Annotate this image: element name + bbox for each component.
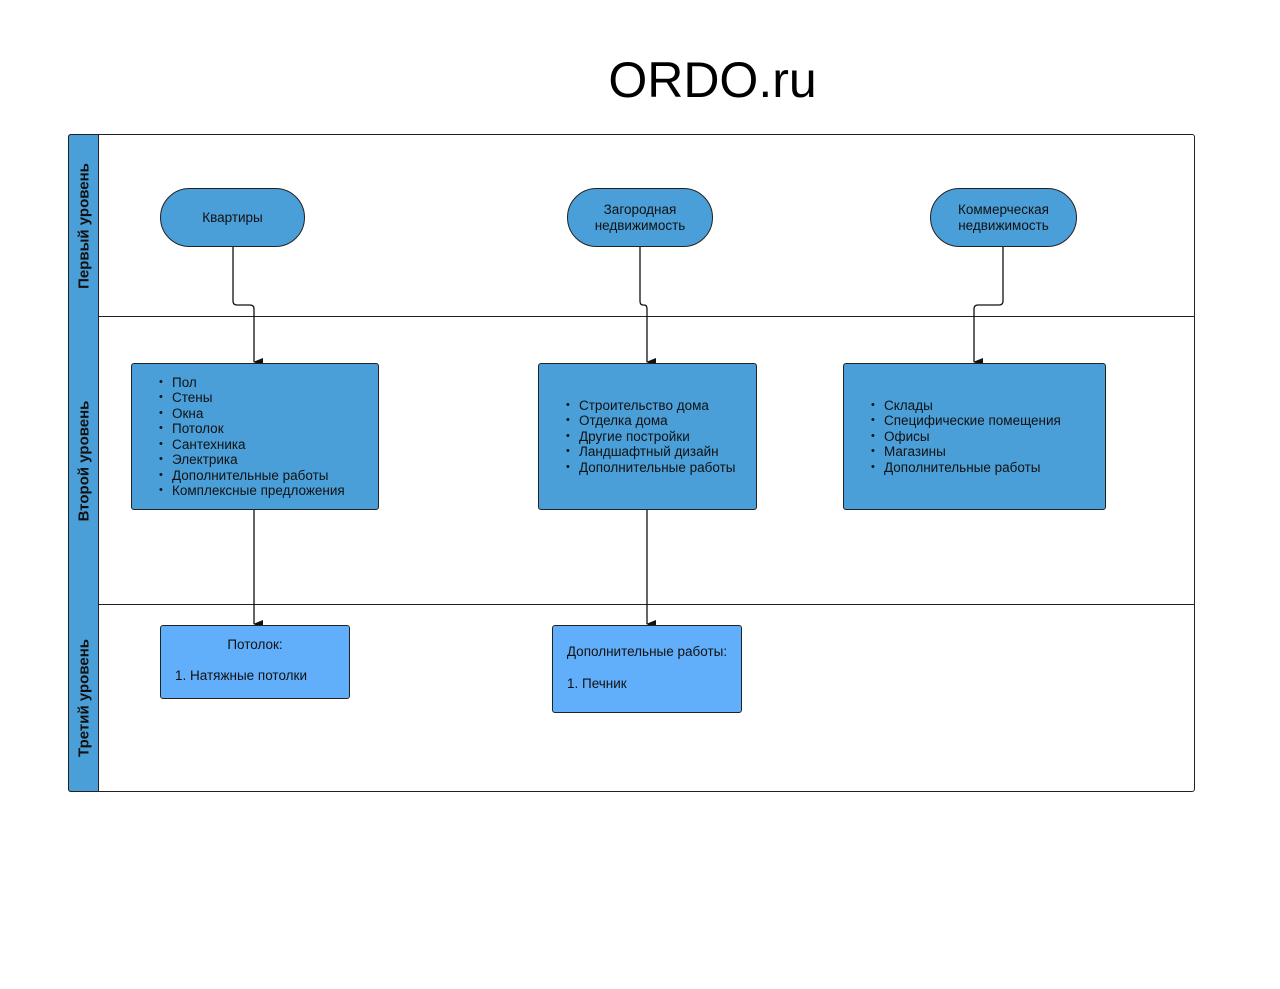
list-item: Склады <box>871 398 1061 414</box>
list-item: Потолок <box>159 421 345 437</box>
country-services-list: Строительство дома Отделка дома Другие п… <box>539 398 736 476</box>
list-item: Дополнительные работы <box>566 460 736 476</box>
list-item: Стены <box>159 390 345 406</box>
extra-works-detail-item: 1. Печник <box>567 676 627 691</box>
apartments-services: Пол Стены Окна Потолок Сантехника Электр… <box>131 363 379 510</box>
extra-works-detail-heading: Дополнительные работы: <box>566 644 728 659</box>
lane-separator <box>68 604 1195 605</box>
list-item: Сантехника <box>159 437 345 453</box>
country-services: Строительство дома Отделка дома Другие п… <box>538 363 757 510</box>
node-apartments-label: Квартиры <box>202 209 263 225</box>
list-item: Другие постройки <box>566 429 735 445</box>
list-item: Комплексные предложения <box>159 483 345 499</box>
diagram-title: ORDO.ru <box>608 52 817 108</box>
node-country-property: Загородная недвижимость <box>567 188 713 247</box>
ceiling-detail-item: 1. Натяжные потолки <box>175 668 308 683</box>
ceiling-detail-heading: Потолок: <box>227 637 283 652</box>
ceiling-detail: Потолок: 1. Натяжные потолки <box>160 625 350 699</box>
list-item: Строительство дома <box>566 398 735 414</box>
lane-label-third: Третий уровень <box>75 638 92 757</box>
list-item: Магазины <box>871 444 1061 460</box>
list-item: Офисы <box>871 429 1061 445</box>
lane-header-second: Второй уровень <box>68 316 99 605</box>
lane-label-first: Первый уровень <box>75 163 92 289</box>
lane-separator <box>68 316 1195 317</box>
node-apartments: Квартиры <box>160 188 305 247</box>
node-commercial-property: Коммерческая недвижимость <box>930 188 1077 247</box>
node-country-property-label: Загородная недвижимость <box>594 201 686 233</box>
list-item: Электрика <box>159 452 345 468</box>
lane-header-third: Третий уровень <box>68 604 99 792</box>
list-item: Окна <box>159 406 345 422</box>
lane-header-first: Первый уровень <box>68 134 99 317</box>
apartments-services-list: Пол Стены Окна Потолок Сантехника Электр… <box>132 375 345 499</box>
list-item: Специфические помещения <box>871 413 1061 429</box>
extra-works-detail: Дополнительные работы: 1. Печник <box>552 625 742 713</box>
list-item: Пол <box>159 375 345 391</box>
list-item: Ландшафтный дизайн <box>566 444 735 460</box>
lane-label-second: Второй уровень <box>75 400 92 521</box>
list-item: Дополнительные работы <box>159 468 345 484</box>
commercial-services-list: Склады Специфические помещения Офисы Маг… <box>844 398 1061 476</box>
list-item: Дополнительные работы <box>871 460 1061 476</box>
list-item: Отделка дома <box>566 413 735 429</box>
node-commercial-property-label: Коммерческая недвижимость <box>958 201 1049 233</box>
commercial-services: Склады Специфические помещения Офисы Маг… <box>843 363 1106 510</box>
